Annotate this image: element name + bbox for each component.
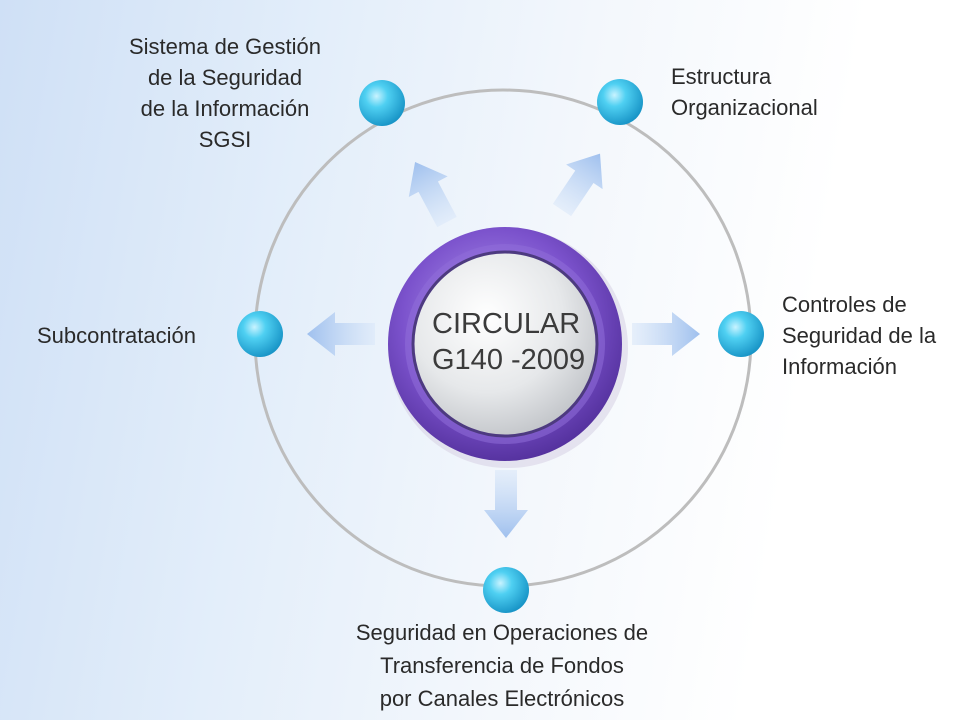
label-seguridad-line-1: Seguridad en Operaciones de	[355, 620, 649, 645]
node-seguridad-operaciones	[483, 567, 529, 613]
label-controles-line-1: Controles de	[782, 292, 907, 317]
label-subcontratacion: Subcontratación	[37, 320, 196, 351]
center-core	[411, 250, 599, 438]
node-controles	[718, 311, 764, 357]
arrow-down	[484, 470, 528, 538]
arrow-left	[307, 312, 375, 356]
label-estructura-line-2: Organizacional	[671, 95, 818, 120]
center-label: CIRCULAR G140 -2009	[410, 306, 610, 378]
center-label-line-1: CIRCULAR	[432, 308, 581, 340]
label-sgsi: Sistema de Gestión de la Seguridad de la…	[100, 31, 350, 155]
label-sgsi-line-3: de la Información	[140, 96, 310, 121]
node-estructura	[597, 79, 643, 125]
label-controles-line-3: Información	[782, 354, 897, 379]
arrow-right	[632, 312, 700, 356]
label-estructura: Estructura Organizacional	[671, 61, 818, 123]
arrow-up-left	[395, 151, 467, 233]
label-seguridad-line-3: por Canales Electrónicos	[379, 686, 625, 711]
label-seguridad-line-2: Transferencia de Fondos	[380, 653, 624, 678]
label-sgsi-line-1: Sistema de Gestión	[129, 34, 321, 59]
label-controles: Controles de Seguridad de la Información	[782, 289, 960, 382]
node-subcontratacion	[237, 311, 283, 357]
label-subcontratacion-line-1: Subcontratación	[37, 323, 196, 348]
label-seguridad-operaciones: Seguridad en Operaciones de Transferenci…	[302, 616, 702, 715]
label-estructura-line-1: Estructura	[671, 64, 772, 89]
node-sgsi	[359, 80, 405, 126]
label-controles-line-2: Seguridad de la	[782, 323, 937, 348]
label-sgsi-line-4: SGSI	[198, 127, 252, 152]
label-sgsi-line-2: de la Seguridad	[147, 65, 303, 90]
arrow-up-right	[543, 141, 619, 223]
center-label-line-2: G140 -2009	[432, 344, 586, 376]
